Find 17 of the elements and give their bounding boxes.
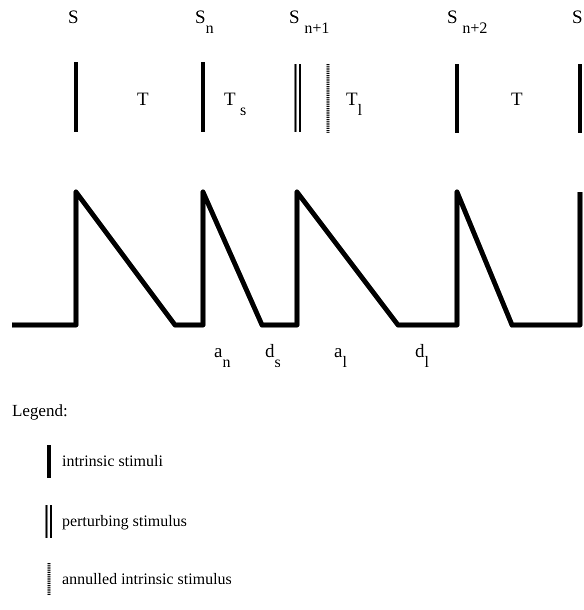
stimulus-label: S <box>68 8 79 27</box>
stimulus-label: S$_{n}$ <box>195 8 214 37</box>
interval-label: T <box>137 90 149 109</box>
legend-text: perturbing stimulus <box>62 514 187 530</box>
phase-label: d$_{s}$ <box>265 342 281 371</box>
phase-label: d$_{l}$ <box>415 342 429 371</box>
legend-text: annulled intrinsic stimulus <box>62 572 232 588</box>
phase-label: a$_{l}$ <box>334 342 347 371</box>
legend-text: intrinsic stimuli <box>62 454 163 470</box>
phase-label: a$_{n}$ <box>214 342 230 371</box>
stimulus-label: S <box>572 8 583 27</box>
stimulus-label: S $_{n+1}$ <box>289 8 330 37</box>
interval-label: T <box>511 90 523 109</box>
legend-heading: Legend: <box>12 402 68 419</box>
interval-label: T$_{l}$ <box>346 90 362 119</box>
stimulus-label: S $_{n+2}$ <box>447 8 488 37</box>
interval-label: T $_{s}$ <box>224 90 246 119</box>
